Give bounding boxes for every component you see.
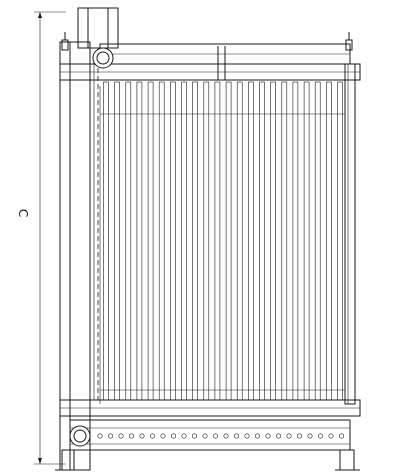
nozzle-hole — [234, 433, 240, 439]
nozzle-hole — [244, 433, 250, 439]
nozzle-hole — [97, 433, 103, 439]
tube — [181, 81, 187, 401]
tube — [248, 81, 254, 401]
nozzle-hole — [328, 433, 334, 439]
right-column — [344, 63, 356, 405]
tube — [259, 81, 265, 401]
tube — [192, 81, 198, 401]
nozzle-hole — [192, 433, 198, 439]
dimension-label: C — [16, 209, 30, 217]
dimension-c: C — [16, 11, 66, 465]
nozzle-hole — [139, 433, 145, 439]
nozzle-hole — [108, 433, 114, 439]
tube — [214, 81, 221, 401]
nozzle-hole — [338, 433, 344, 439]
tube — [170, 81, 176, 401]
tube — [292, 81, 299, 401]
tube — [270, 81, 276, 401]
inlet-duct — [77, 7, 119, 49]
tube — [158, 81, 165, 401]
nozzle-hole — [202, 433, 208, 439]
tube — [103, 81, 109, 401]
tube — [337, 81, 343, 401]
tube — [236, 81, 243, 401]
left-column — [59, 41, 99, 471]
nozzle-hole — [307, 433, 313, 439]
tube — [326, 81, 332, 401]
support-legs — [55, 449, 360, 471]
nozzle-hole — [150, 433, 156, 439]
nozzle-hole — [213, 433, 219, 439]
top-studs — [61, 32, 353, 51]
top-header — [59, 43, 361, 81]
nozzle-hole — [296, 433, 302, 439]
tube — [225, 81, 232, 401]
tube — [147, 81, 154, 401]
nozzle-hole — [129, 433, 135, 439]
tube — [314, 81, 321, 401]
nozzle-hole — [118, 433, 124, 439]
inner-frame — [99, 86, 345, 404]
tube — [203, 81, 210, 401]
nozzle-hole — [160, 433, 166, 439]
nozzle-hole — [255, 433, 261, 439]
tube-bundle — [103, 81, 343, 401]
nozzle-hole — [171, 433, 177, 439]
tube — [136, 81, 143, 401]
tube — [281, 81, 288, 401]
nozzle-hole — [275, 433, 281, 439]
nozzle-hole — [317, 433, 323, 439]
bottom-header — [59, 399, 361, 451]
tube — [114, 81, 120, 401]
nozzle-hole — [223, 433, 229, 439]
nozzle-hole — [286, 433, 292, 439]
tube — [303, 81, 310, 401]
nozzle-hole — [181, 433, 187, 439]
tube — [125, 81, 132, 401]
nozzle-hole — [265, 433, 271, 439]
bottom-nozzle-row — [97, 433, 344, 439]
